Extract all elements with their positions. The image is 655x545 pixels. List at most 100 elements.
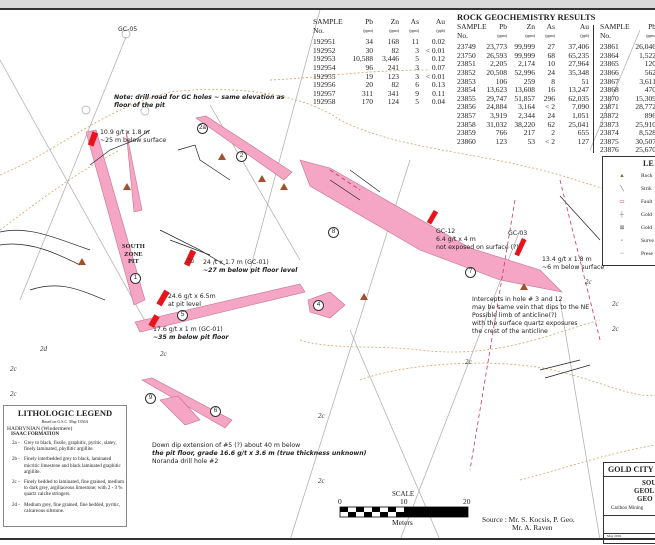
top-frame (0, 0, 655, 10)
table-cell: 62 (547, 119, 556, 129)
scale-unit: Meters (392, 518, 413, 527)
table-cell: 62,035 (568, 93, 589, 103)
table-cell: 896 (644, 110, 655, 120)
map-date: May 2002 (607, 534, 622, 538)
pit-label-line: ZONE (124, 250, 143, 258)
table-row: 23876 25,670 (600, 146, 655, 155)
intercept-note-4: 17.6 g/t x 1 m (GC-01) ~35 m below pit f… (153, 326, 229, 342)
map-legend-title: LE (643, 159, 654, 168)
scale-tick: 10 (400, 497, 408, 506)
table-cell: 23749 (457, 42, 476, 52)
bottom-frame (0, 538, 655, 540)
table-cell: 562 (644, 67, 655, 77)
vein-number-circle: 4 (313, 300, 324, 311)
source-name: Mr. A. Raven (512, 523, 553, 533)
intercept-grade: 6.4 g/t x 4 m (436, 236, 476, 243)
note-line: the crest of the anticline (472, 328, 548, 335)
table-cell: 26,593 (486, 50, 507, 60)
note-line: the pit floor, grade 16.6 g/t x 3.6 m (t… (152, 450, 367, 457)
table-cell: 5 (415, 54, 419, 64)
legend-item-label: Strik (641, 186, 652, 192)
table-cell: Au (579, 22, 589, 31)
table-cell: < 2 (545, 136, 555, 146)
table-cell: 470 (644, 85, 655, 95)
table-cell: Pb (365, 17, 373, 26)
table-cell: 25,910 (635, 119, 655, 129)
map-legend-item: ▲Rock (603, 173, 655, 179)
title-sub: Cariboo Mining (611, 506, 644, 511)
down-dip-note: Down dip extension of #5 (?) about 40 m … (152, 442, 366, 466)
table-cell: < 2 (545, 102, 555, 112)
table-cell: 25,670 (635, 145, 655, 155)
lithology-description: Grey to black, fissile, graphitic, pyrit… (24, 441, 117, 453)
unit-label: 2c (10, 390, 17, 398)
table-cell: 3 (415, 71, 419, 81)
vein-number-circle: 2 (236, 151, 247, 162)
table-cell: 31,032 (486, 119, 507, 129)
table-cell: 24 (547, 67, 556, 77)
intercept-grade: 17.6 g/t x 1 m (GC-01) (153, 326, 223, 333)
unit-label: 2c (612, 300, 619, 308)
drillhole-label-gc03: GC-03 (508, 230, 528, 237)
table-cell: 296 (543, 93, 555, 103)
table-cell: 51,857 (514, 93, 535, 103)
intercept-note-1: 10.9 g/t x 1.8 m ~25 m below surface (100, 129, 166, 145)
table-cell: 192958 (313, 97, 336, 107)
vein-2 (195, 115, 293, 181)
table-cell: (ppm) (363, 27, 373, 33)
legend-title: LITHOLOGIC LEGEND (17, 408, 113, 418)
table-cell: Pb (648, 22, 655, 31)
table-cell: 53 (527, 136, 536, 146)
table-cell: 23870 (600, 93, 619, 103)
legend-symbol-icon: ⊠ (619, 225, 625, 231)
table-cell: 19 (365, 71, 374, 81)
table-cell: 23876 (600, 145, 619, 155)
table-cell: 341 (387, 88, 399, 98)
table-cell: 35,348 (568, 67, 589, 77)
table-cell: 23750 (457, 50, 476, 60)
pit-label-line: SOUTH (122, 243, 145, 250)
table-cell: 13,608 (514, 85, 535, 95)
table-cell: (ppm) (545, 32, 555, 38)
table-cell: 15,309 (635, 93, 655, 103)
table-cell: 0.07 (431, 62, 445, 72)
table-cell: 23867 (600, 76, 619, 86)
table-cell: < 0.01 (425, 45, 445, 55)
table-cell: 192951 (313, 37, 336, 47)
legend-formation: ISAAC FORMATION (11, 432, 60, 437)
geology-contacts (0, 129, 601, 379)
intercept-grade: 13.4 g/t x 1.8 m (542, 256, 592, 263)
table-cell: 68 (547, 50, 556, 60)
unit-label: 2c (318, 477, 325, 485)
table-cell: 655 (577, 128, 589, 138)
table-cell: 23854 (457, 85, 476, 95)
table-cell: 123 (387, 71, 399, 81)
drillhole-label-gc05: GC-05 (118, 26, 138, 33)
table-cell: 3,446 (382, 54, 399, 64)
table-cell: 30,507 (635, 136, 655, 146)
table-cell: 192952 (313, 45, 336, 55)
table-cell: 6 (415, 80, 419, 90)
table-cell: 23861 (600, 42, 619, 52)
drill-trace (19, 36, 127, 301)
road-line (359, 362, 655, 396)
vein-number-circle: 2a (197, 123, 208, 134)
table-cell: 23853 (457, 76, 476, 86)
table-cell: 259 (523, 76, 535, 86)
table-cell: 96 (365, 62, 374, 72)
road-lines (0, 69, 655, 481)
table-cell: (ppm) (409, 27, 419, 33)
note-line: Possible limb of anticline(?) (472, 312, 557, 319)
pit-label-line: PIT (127, 258, 139, 265)
